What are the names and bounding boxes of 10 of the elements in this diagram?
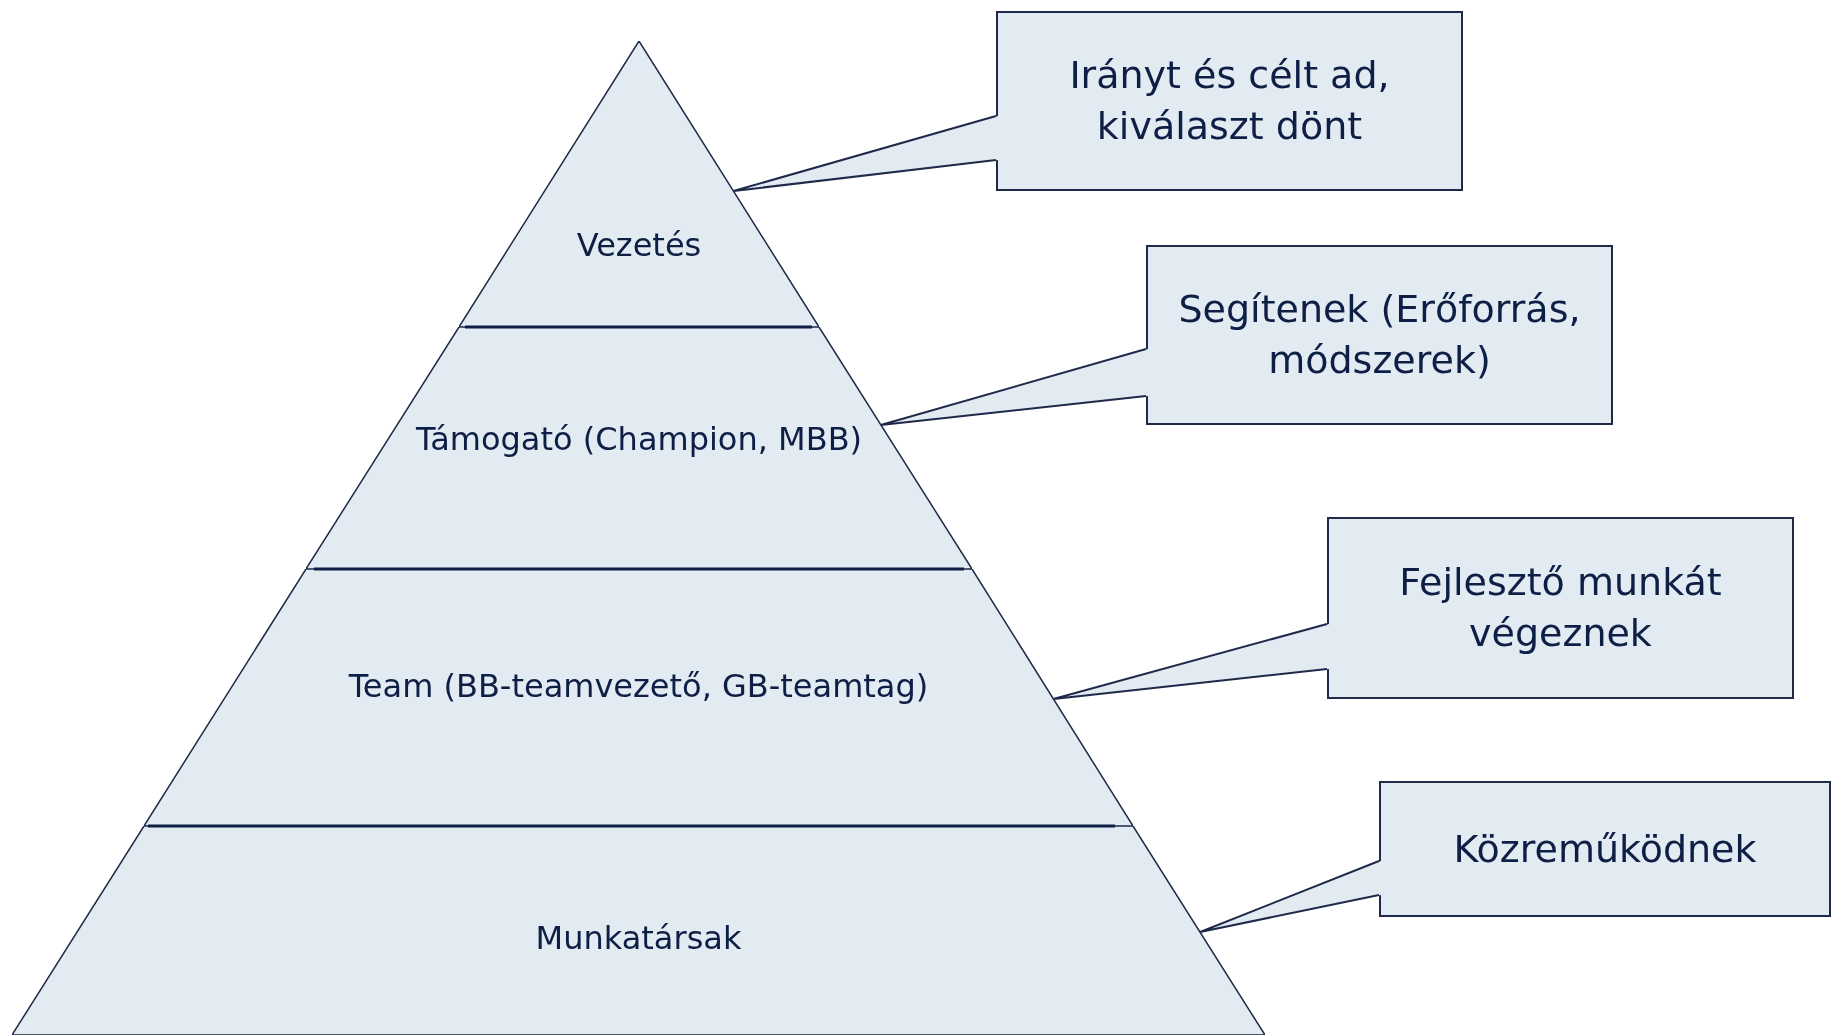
callout-box: Irányt és célt ad, kiválaszt dönt <box>996 11 1463 191</box>
callout-box: Segítenek (Erőforrás, módszerek) <box>1146 245 1613 425</box>
callout-pointer <box>732 115 997 192</box>
tier-label: Támogató (Champion, MBB) <box>414 419 864 460</box>
callout-pointer <box>1199 860 1380 933</box>
tier-label: Munkatársak <box>534 918 743 959</box>
tier-label: Vezetés <box>575 225 703 266</box>
tier-label: Team (BB-teamvezető, GB-teamtag) <box>347 666 930 707</box>
callout-box: Fejlesztő munkát végeznek <box>1327 517 1794 699</box>
callout-box: Közreműködnek <box>1379 781 1831 917</box>
